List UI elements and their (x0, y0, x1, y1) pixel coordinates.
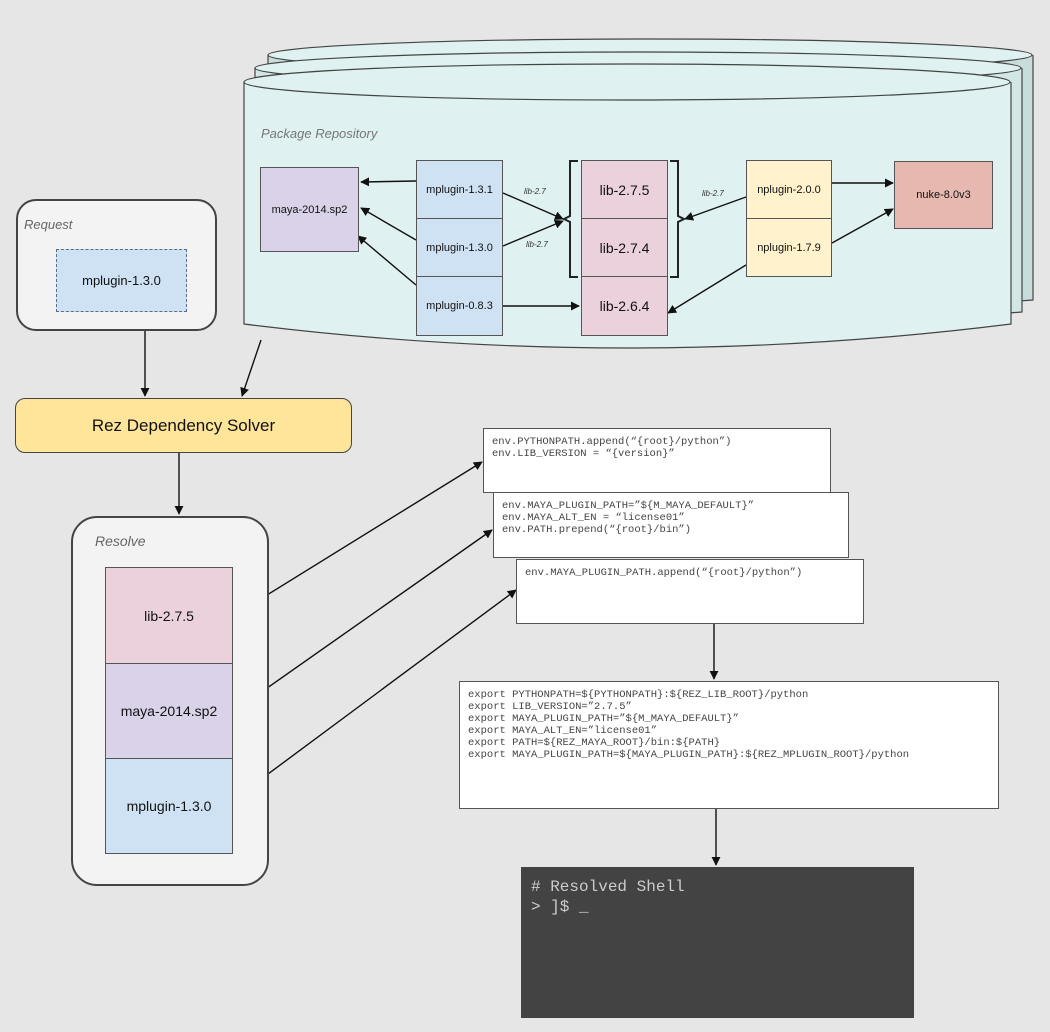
rez-dependency-solver: Rez Dependency Solver (15, 398, 352, 453)
version-label-mplugin-131: lib-2.7 (524, 187, 546, 196)
arrow-mplugin131-to-maya (360, 177, 417, 187)
arrow-maya-to-code (232, 529, 493, 713)
resolve-label: Resolve (95, 533, 146, 549)
repo-package-nplugin-200: nplugin-2.0.0 (746, 160, 832, 219)
arrow-nplugin179-to-lib264 (667, 264, 747, 314)
resolved-shell-terminal[interactable]: # Resolved Shell > ]$ _ (521, 867, 914, 1018)
repo-package-nuke: nuke-8.0v3 (894, 161, 993, 229)
repo-package-lib-264: lib-2.6.4 (581, 276, 668, 336)
repo-package-lib-275: lib-2.7.5 (581, 160, 668, 219)
arrow-mplugin130-to-libs (502, 219, 564, 247)
repo-package-lib-274: lib-2.7.4 (581, 218, 668, 277)
arrow-lib-to-code (232, 461, 483, 617)
package-commands-mplugin: env.MAYA_PLUGIN_PATH.append(“{root}/pyth… (516, 559, 864, 624)
resolve-package-mplugin: mplugin-1.3.0 (105, 758, 233, 854)
right-bracket (670, 160, 687, 278)
request-label: Request (24, 217, 73, 232)
version-label-mplugin-130: lib-2.7 (526, 240, 548, 249)
repo-package-maya: maya-2014.sp2 (260, 167, 359, 252)
request-package: mplugin-1.3.0 (56, 249, 187, 312)
repo-package-mplugin-083: mplugin-0.8.3 (416, 276, 503, 336)
resolve-package-lib: lib-2.7.5 (105, 567, 233, 664)
resolved-exports: export PYTHONPATH=${PYTHONPATH}:${REZ_LI… (459, 681, 999, 809)
arrow-nplugin200-to-libs (684, 196, 747, 221)
version-label-nplugin-200: lib-2.7 (702, 189, 724, 198)
package-repository-label: Package Repository (261, 126, 378, 141)
repo-package-nplugin-179: nplugin-1.7.9 (746, 218, 832, 277)
arrow-repository-to-solver (240, 339, 262, 397)
package-commands-maya: env.MAYA_PLUGIN_PATH=”${M_MAYA_DEFAULT}”… (493, 492, 849, 558)
arrow-mplugin131-to-libs (502, 192, 564, 220)
package-commands-lib: env.PYTHONPATH.append(“{root}/python”) e… (483, 428, 831, 493)
arrow-nplugin179-to-nuke (831, 208, 894, 244)
arrow-mplugin130-to-maya (360, 207, 417, 241)
resolve-package-maya: maya-2014.sp2 (105, 663, 233, 759)
left-bracket (561, 160, 578, 278)
arrow-mplugin-to-code (232, 589, 517, 801)
arrow-mplugin083-to-maya (357, 235, 417, 286)
repo-package-mplugin-130: mplugin-1.3.0 (416, 218, 503, 277)
repo-package-mplugin-131: mplugin-1.3.1 (416, 160, 503, 219)
